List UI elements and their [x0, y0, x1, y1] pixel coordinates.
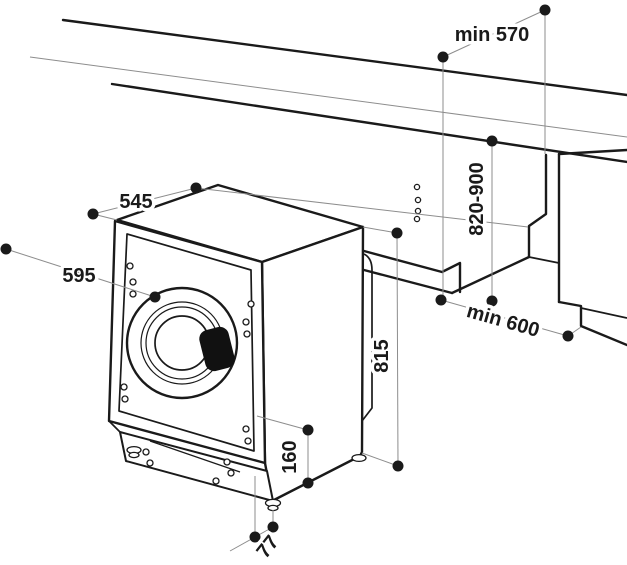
- plinth-decor-line: [149, 440, 241, 473]
- dim-line: [5, 248, 156, 298]
- cabinet-top-edge: [557, 148, 627, 156]
- dim-label-595: 595: [62, 265, 95, 287]
- panel-plinth-connector: [528, 256, 560, 264]
- worktop-front-top-edge: [61, 18, 627, 97]
- cabinet-plinth-step: [557, 300, 627, 347]
- washing-machine: [107, 183, 373, 512]
- worktop-front-bottom-edge: [110, 82, 627, 164]
- rear-wall-holes: [413, 183, 422, 223]
- dim-label-160: 160: [279, 440, 301, 473]
- leader-top: [362, 226, 398, 234]
- dim-line: [440, 299, 569, 337]
- worktop: [29, 18, 627, 164]
- dim-niche-top-depth: min 570: [437, 4, 551, 299]
- dim-label-min-600: min 600: [464, 300, 542, 342]
- dim-appliance-height: 815: [361, 226, 404, 472]
- front-frame-outline: [118, 233, 255, 452]
- foot-front-right: [264, 498, 282, 512]
- door-rim: [125, 286, 239, 400]
- dim-label-815: 815: [371, 339, 393, 372]
- dim-top-depth: 545: [87, 182, 529, 228]
- dim-line: [396, 232, 399, 467]
- dim-label-545: 545: [119, 191, 152, 213]
- worktop-rear-edge: [29, 56, 627, 138]
- niche-floor: [362, 183, 462, 295]
- dim-line: [92, 187, 197, 215]
- floor-rear-edge: [362, 249, 462, 294]
- foot-front-left: [126, 445, 142, 459]
- floor-front-edge: [362, 268, 454, 295]
- niche-side-panel: [450, 153, 560, 295]
- machine-front-face: [107, 219, 267, 465]
- leader: [256, 415, 309, 431]
- panel-front-edge-notch: [527, 153, 548, 259]
- dim-base-height: 160: [256, 415, 314, 489]
- foot-rear-right: [351, 453, 367, 463]
- right-cabinet: [557, 148, 627, 347]
- dim-niche-height: 820-900: [463, 135, 498, 307]
- dim-line: [442, 9, 546, 58]
- front-frame: [118, 233, 255, 452]
- dim-label-820-900: 820-900: [466, 162, 488, 235]
- leader-bottom: [361, 452, 399, 467]
- extension-line: [195, 187, 529, 228]
- machine-side-face: [260, 225, 365, 503]
- dim-label-min-570: min 570: [455, 24, 529, 46]
- cabinet-plinth-top-line: [580, 307, 627, 319]
- plinth-step-line: [108, 420, 121, 433]
- door: [125, 286, 239, 400]
- door-handle: [199, 326, 235, 372]
- panel-bottom-edge: [450, 255, 531, 295]
- dim-front-width: 595: [0, 243, 161, 303]
- side-rear-seam: [361, 253, 373, 422]
